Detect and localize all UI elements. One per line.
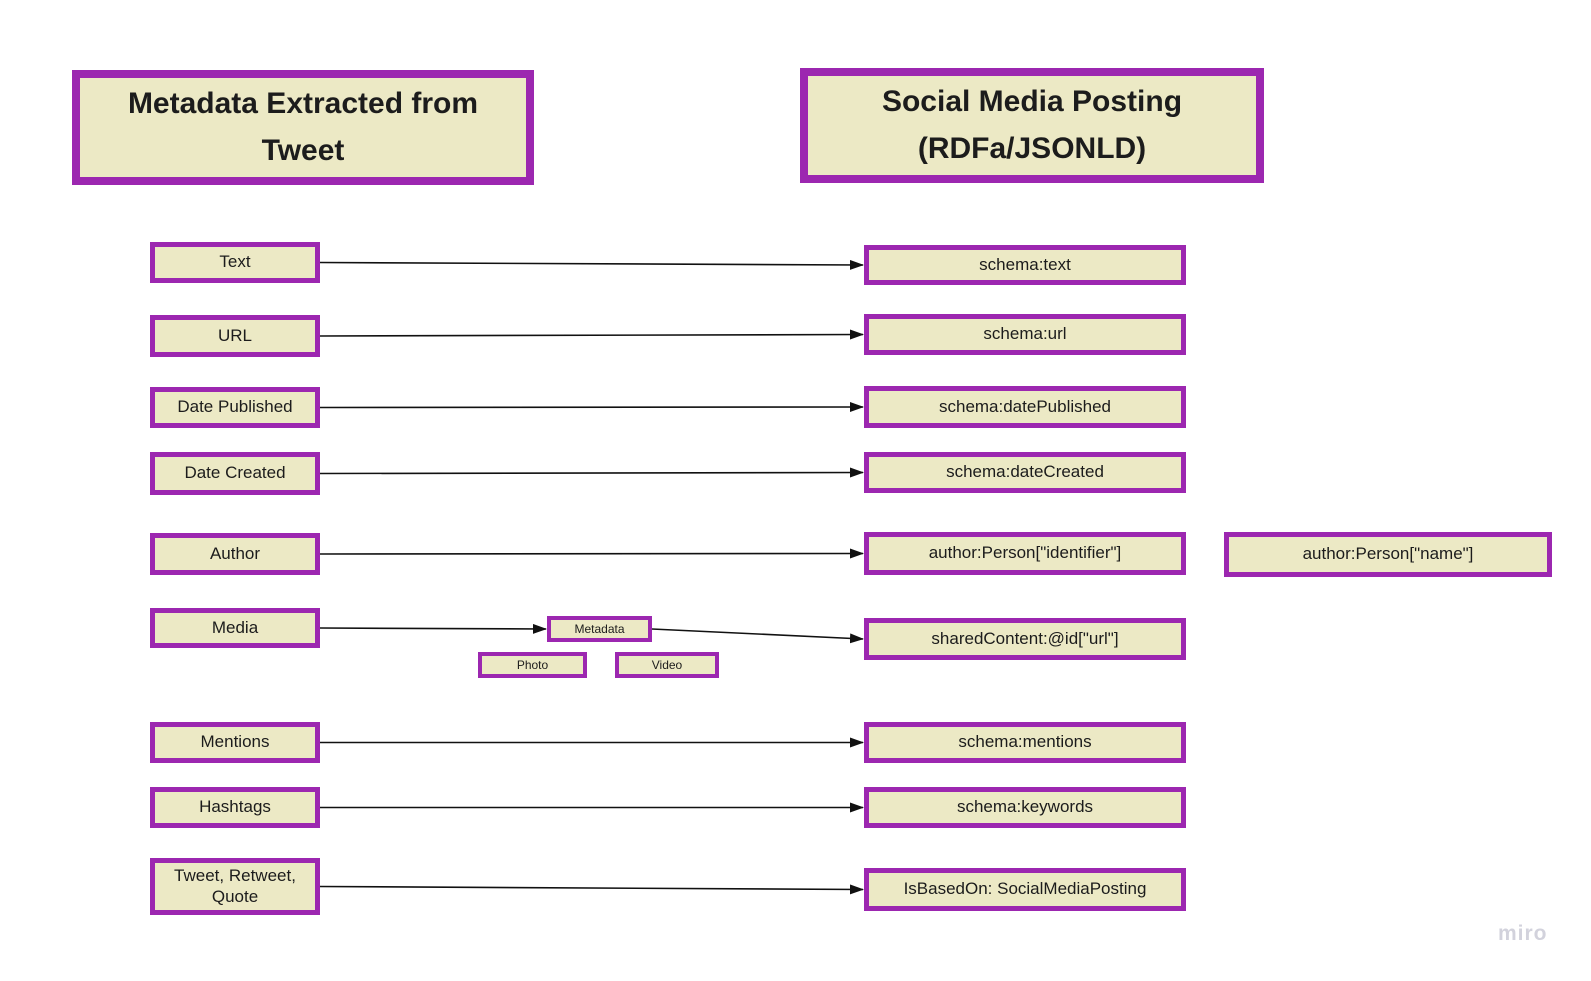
connector-media-to-metadata[interactable] — [319, 623, 547, 634]
shape-author[interactable]: Author — [150, 533, 320, 575]
header-social-media-posting[interactable]: Social Media Posting (RDFa/JSONLD) — [800, 68, 1264, 183]
shape-photo[interactable]: Photo — [478, 652, 587, 678]
shape-video[interactable]: Video — [615, 652, 719, 678]
connector-tweet_retweet_quote-to-is_based_on[interactable] — [319, 884, 864, 895]
header-metadata-extracted-from-tweet[interactable]: Metadata Extracted from Tweet — [72, 70, 534, 185]
shape-hashtags[interactable]: Hashtags — [150, 787, 320, 828]
shape-schema-date-created[interactable]: schema:dateCreated — [864, 452, 1186, 493]
connector-url-to-schema_url[interactable] — [319, 329, 864, 340]
shape-schema-keywords[interactable]: schema:keywords — [864, 787, 1186, 828]
shape-schema-text[interactable]: schema:text — [864, 245, 1186, 285]
connector-author-to-author_person_identifier[interactable] — [319, 548, 864, 559]
shape-schema-mentions[interactable]: schema:mentions — [864, 722, 1186, 763]
shape-date-published[interactable]: Date Published — [150, 387, 320, 428]
connector-text-to-schema_text[interactable] — [319, 259, 864, 270]
shape-author-person-identifier[interactable]: author:Person["identifier"] — [864, 532, 1186, 575]
shape-shared-content-id-url[interactable]: sharedContent:@id["url"] — [864, 618, 1186, 660]
shape-media[interactable]: Media — [150, 608, 320, 648]
miro-watermark: miro — [1498, 922, 1548, 945]
connector-date_published-to-schema_date_published[interactable] — [319, 402, 864, 413]
shape-date-created[interactable]: Date Created — [150, 452, 320, 495]
shape-is-based-on-social-media-posting[interactable]: IsBasedOn: SocialMediaPosting — [864, 868, 1186, 911]
connector-date_created-to-schema_date_created[interactable] — [319, 467, 864, 478]
shape-tweet-retweet-quote[interactable]: Tweet, Retweet, Quote — [150, 858, 320, 915]
connector-metadata-to-shared_content_id_url[interactable] — [651, 628, 864, 644]
shape-schema-date-published[interactable]: schema:datePublished — [864, 386, 1186, 428]
shape-url[interactable]: URL — [150, 315, 320, 357]
shape-author-person-name[interactable]: author:Person["name"] — [1224, 532, 1552, 577]
shape-mentions[interactable]: Mentions — [150, 722, 320, 763]
shape-text[interactable]: Text — [150, 242, 320, 283]
shape-schema-url[interactable]: schema:url — [864, 314, 1186, 355]
shape-media-metadata[interactable]: Metadata — [547, 616, 652, 642]
